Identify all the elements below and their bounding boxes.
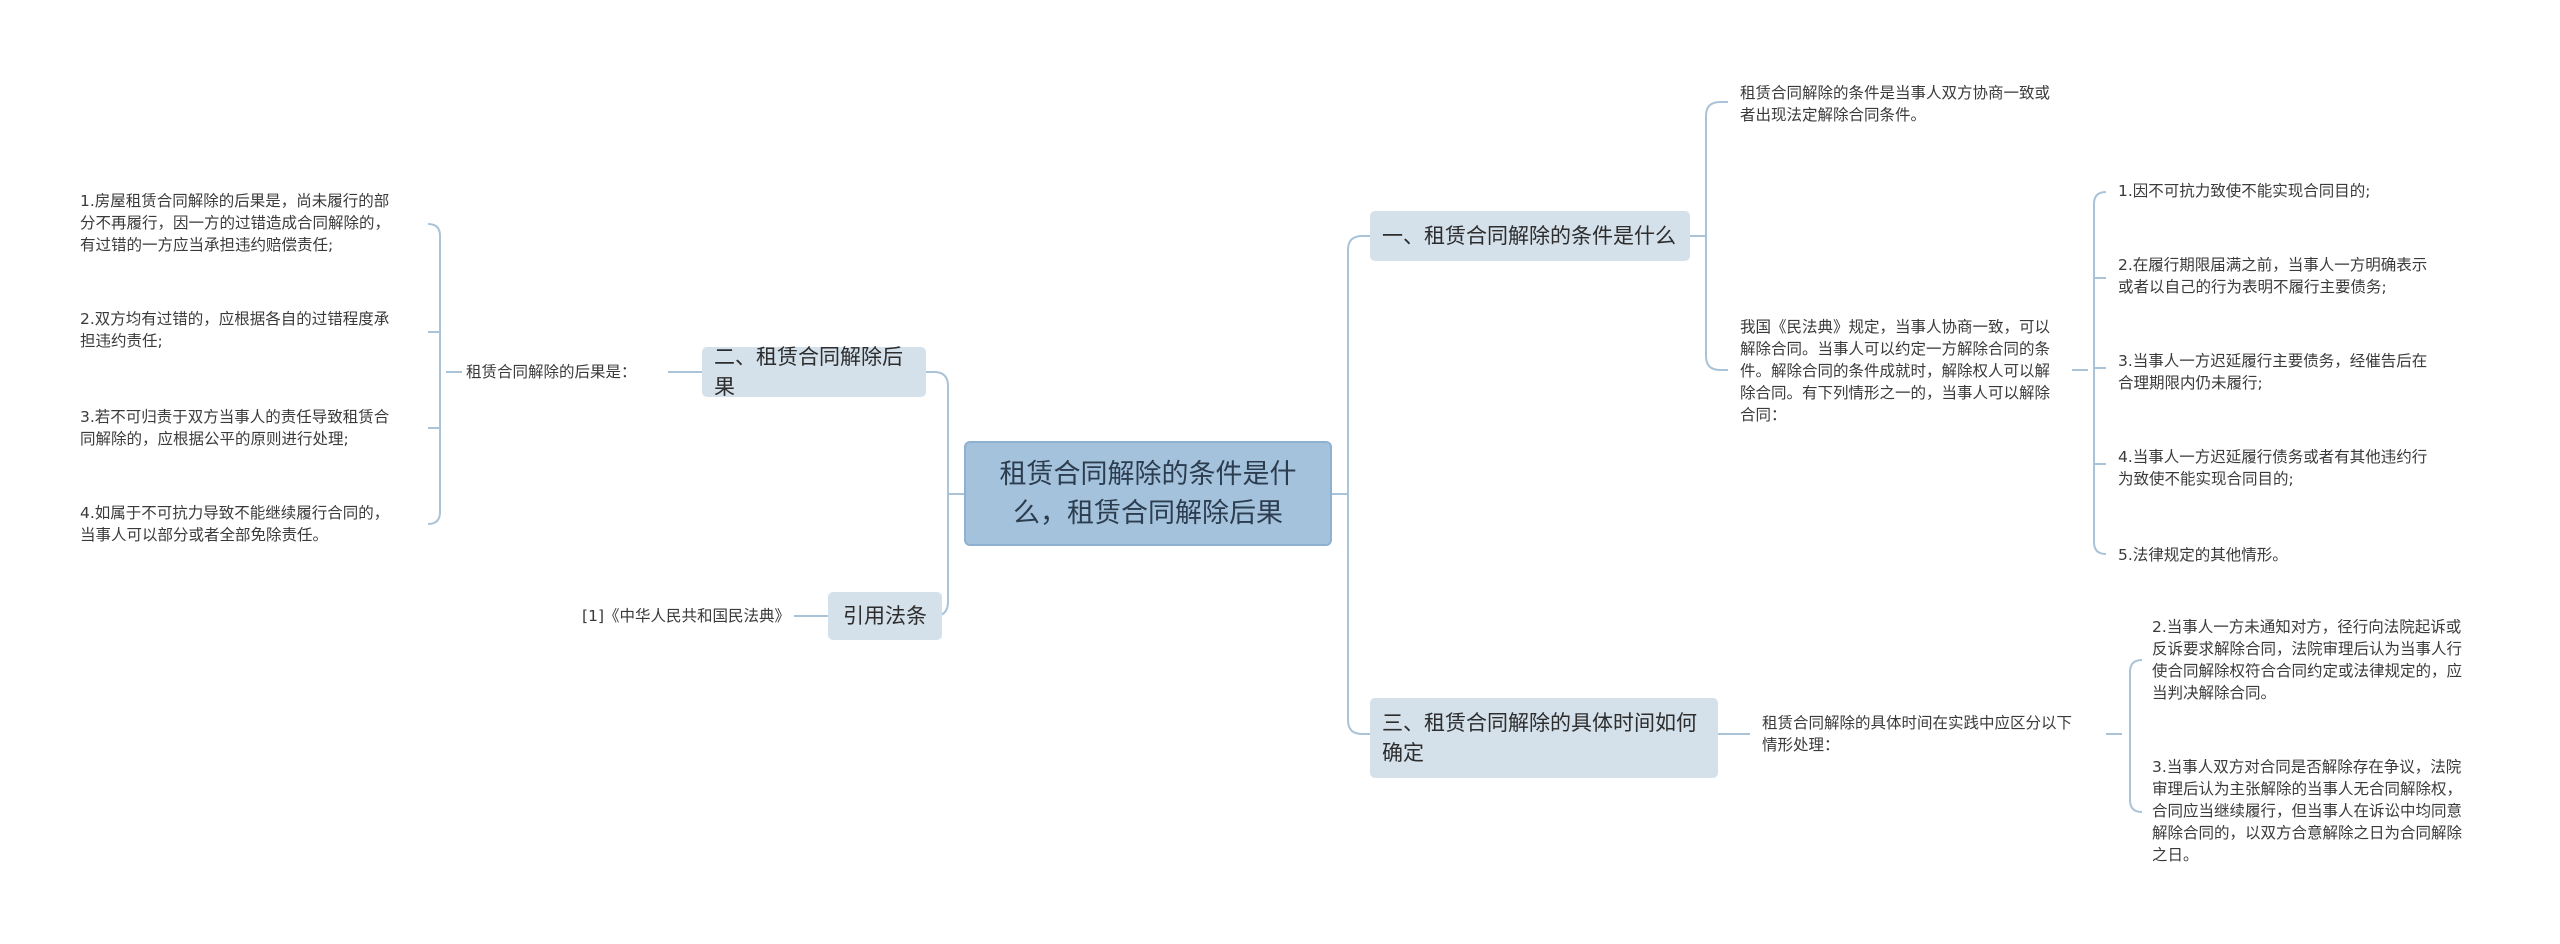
branch-conditions[interactable]: 一、租赁合同解除的条件是什么 [1370, 211, 1690, 261]
bracket-b3 [2129, 659, 2143, 813]
leaf-civil-code-provision: 我国《民法典》规定，当事人协商一致，可以 解除合同。当事人可以约定一方解除合同的… [1740, 318, 2051, 424]
branch-consequences[interactable]: 二、租赁合同解除后果 [702, 345, 926, 399]
central-topic[interactable]: 租赁合同解除的条件是什么，租赁合同解除后果 [964, 441, 1332, 546]
branch-timing[interactable]: 三、租赁合同解除的具体时间如何确定 [1370, 698, 1718, 778]
bracket-leaf2 [2093, 191, 2107, 555]
link-center-b1 [1332, 235, 1370, 495]
leaf-timing-item-2: 2.当事人一方未通知对方，径行向法院起诉或 反诉要求解除合同，法院审理后认为当事… [2152, 618, 2463, 702]
leaf-consequence-item-2: 2.双方均有过错的，应根据各自的过错程度承 担违约责任; [80, 310, 390, 350]
leaf-condition-item-1: 1.因不可抗力致使不能实现合同目的; [2118, 182, 2371, 200]
link-b1-leaf1 [1690, 101, 1728, 237]
leaf-conditions-summary: 租赁合同解除的条件是当事人双方协商一致或 者出现法定解除合同条件。 [1740, 84, 2051, 124]
link-center-b2 [926, 371, 964, 495]
bracket-b2 [427, 223, 441, 525]
leaf-condition-item-2: 2.在履行期限届满之前，当事人一方明确表示 或者以自己的行为表明不履行主要债务; [2118, 256, 2428, 296]
leaf-consequence-item-1: 1.房屋租赁合同解除的后果是，尚未履行的部 分不再履行，因一方的过错造成合同解除… [80, 192, 391, 254]
leaf-consequence-item-3: 3.若不可归责于双方当事人的责任导致租赁合 同解除的，应根据公平的原则进行处理; [80, 408, 390, 448]
leaf-law-reference: [1]《中华人民共和国民法典》 [582, 607, 790, 625]
leaf-condition-item-3: 3.当事人一方迟延履行主要债务，经催告后在 合理期限内仍未履行; [2118, 352, 2428, 392]
leaf-timing-item-3: 3.当事人双方对合同是否解除存在争议，法院 审理后认为主张解除的当事人无合同解除… [2152, 758, 2463, 864]
leaf-condition-item-4: 4.当事人一方迟延履行债务或者有其他违约行 为致使不能实现合同目的; [2118, 448, 2428, 488]
link-center-b3 [1347, 494, 1370, 735]
link-b1-leaf2 [1705, 236, 1728, 371]
leaf-condition-item-5: 5.法律规定的其他情形。 [2118, 546, 2288, 564]
branch-cited-law[interactable]: 引用法条 [828, 592, 942, 640]
leaf-timing-intro: 租赁合同解除的具体时间在实践中应区分以下 情形处理： [1762, 714, 2073, 754]
leaf-consequence-item-4: 4.如属于不可抗力导致不能继续履行合同的， 当事人可以部分或者全部免除责任。 [80, 504, 390, 544]
leaf-consequences-intro: 租赁合同解除的后果是： [466, 363, 637, 381]
